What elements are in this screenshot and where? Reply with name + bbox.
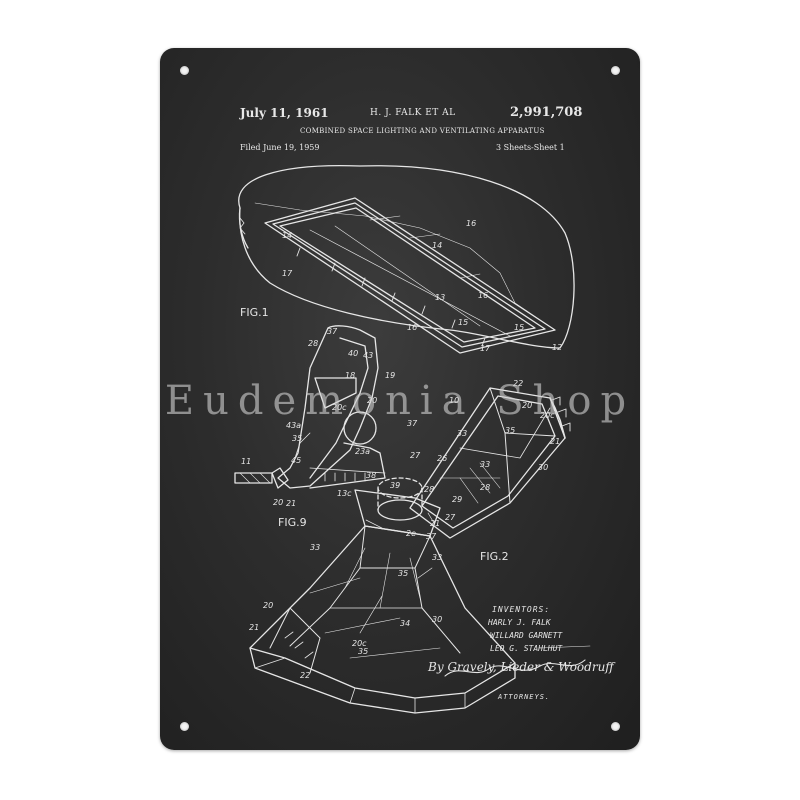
- svg-text:2e: 2e: [406, 529, 416, 538]
- mount-hole-top-left: [180, 66, 189, 75]
- svg-text:21: 21: [249, 623, 259, 632]
- svg-text:20: 20: [273, 498, 283, 507]
- mount-hole-top-right: [611, 66, 620, 75]
- patent-date: July 11, 1961: [240, 106, 329, 120]
- svg-text:27: 27: [445, 513, 456, 522]
- svg-text:14: 14: [432, 241, 442, 250]
- svg-text:12: 12: [552, 343, 562, 352]
- svg-text:13: 13: [435, 293, 445, 302]
- metal-sign: July 11, 1961 H. J. FALK ET AL 2,991,708…: [160, 48, 640, 750]
- fig1-label: FIG.1: [240, 306, 269, 319]
- fig2-label: FIG.2: [480, 550, 509, 563]
- svg-text:17: 17: [480, 344, 491, 353]
- patent-sheets: 3 Sheets-Sheet 1: [496, 143, 565, 152]
- fig1-drawing: [238, 164, 575, 354]
- patent-title: COMBINED SPACE LIGHTING AND VENTILATING …: [300, 127, 545, 135]
- svg-text:16: 16: [466, 219, 476, 228]
- svg-text:35: 35: [398, 569, 408, 578]
- svg-text:33: 33: [432, 553, 442, 562]
- svg-text:20c: 20c: [540, 411, 555, 420]
- svg-text:33: 33: [310, 543, 320, 552]
- svg-text:13c: 13c: [337, 489, 352, 498]
- svg-text:35: 35: [505, 426, 515, 435]
- svg-text:20c: 20c: [352, 639, 367, 648]
- inventor-name: LEO G. STAHLHUT: [490, 644, 563, 653]
- svg-text:40: 40: [348, 349, 358, 358]
- inventor-name: HARLY J. FALK: [488, 618, 551, 627]
- shop-watermark: Eudemonia Shop: [164, 378, 636, 424]
- svg-text:27: 27: [410, 451, 421, 460]
- svg-text:16: 16: [478, 291, 488, 300]
- svg-text:15: 15: [514, 323, 524, 332]
- signature-by: By: [428, 660, 444, 674]
- svg-text:33: 33: [480, 460, 490, 469]
- svg-text:22: 22: [513, 379, 523, 388]
- svg-text:22: 22: [300, 671, 310, 680]
- fig9-label: FIG.9: [278, 516, 307, 529]
- svg-text:17: 17: [282, 269, 293, 278]
- svg-text:43a: 43a: [286, 421, 301, 430]
- svg-text:21: 21: [430, 519, 440, 528]
- attorneys-label: ATTORNEYS.: [498, 693, 551, 701]
- attorney-signature: By Gravely, Lieder & Woodruff: [428, 660, 614, 674]
- svg-text:34: 34: [400, 619, 410, 628]
- svg-text:10: 10: [449, 396, 459, 405]
- svg-text:35: 35: [358, 647, 368, 656]
- svg-text:37: 37: [327, 327, 338, 336]
- svg-text:45: 45: [291, 456, 301, 465]
- fig9-drawing: [234, 325, 386, 489]
- svg-text:11: 11: [241, 457, 251, 466]
- svg-text:20: 20: [367, 396, 377, 405]
- svg-text:14: 14: [282, 231, 292, 240]
- svg-text:15: 15: [458, 318, 468, 327]
- svg-text:35: 35: [292, 434, 302, 443]
- fig2-drawing: [249, 387, 571, 714]
- svg-text:33: 33: [457, 429, 467, 438]
- inventor-name: WILLARD GARNETT: [490, 631, 563, 640]
- svg-text:20c: 20c: [332, 403, 347, 412]
- svg-text:28: 28: [308, 339, 318, 348]
- patent-number: 2,991,708: [510, 105, 583, 120]
- svg-text:23a: 23a: [355, 447, 370, 456]
- svg-text:21: 21: [286, 499, 296, 508]
- svg-text:20: 20: [522, 401, 532, 410]
- svg-text:39: 39: [390, 481, 400, 490]
- svg-text:16: 16: [407, 323, 417, 332]
- patent-drawing: 14 14 16 17 16 13 15 15 16 12 17 37 28 4…: [234, 164, 591, 714]
- svg-text:30: 30: [432, 615, 442, 624]
- svg-text:37: 37: [426, 532, 437, 541]
- svg-text:43: 43: [363, 351, 373, 360]
- inventors-heading: INVENTORS:: [492, 605, 551, 614]
- svg-text:28: 28: [480, 483, 490, 492]
- svg-text:38: 38: [366, 471, 376, 480]
- svg-text:20: 20: [263, 601, 273, 610]
- svg-text:29: 29: [452, 495, 462, 504]
- patent-filed-date: Filed June 19, 1959: [240, 143, 320, 152]
- svg-text:21: 21: [550, 437, 560, 446]
- svg-text:37: 37: [407, 419, 418, 428]
- signature-text: Gravely, Lieder & Woodruff: [447, 660, 614, 674]
- patent-inventor: H. J. FALK ET AL: [370, 108, 456, 118]
- svg-text:28: 28: [424, 485, 434, 494]
- mount-hole-bottom-left: [180, 722, 189, 731]
- svg-text:19: 19: [385, 371, 395, 380]
- svg-text:26: 26: [437, 454, 447, 463]
- mount-hole-bottom-right: [611, 722, 620, 731]
- svg-text:30: 30: [538, 463, 548, 472]
- svg-text:18: 18: [345, 371, 355, 380]
